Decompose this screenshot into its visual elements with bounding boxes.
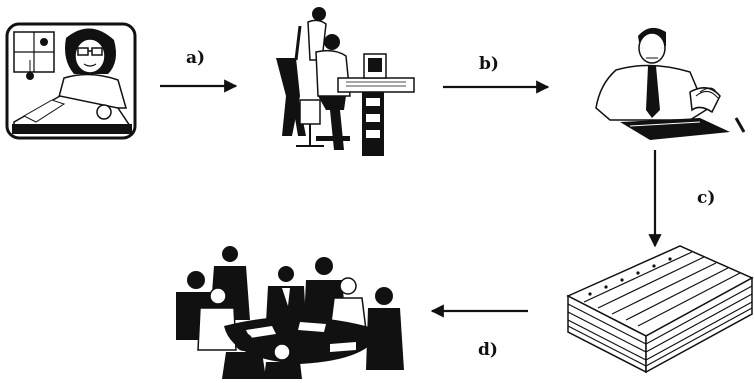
step-label-a: a) xyxy=(186,48,206,68)
step-label-b: b) xyxy=(479,54,499,74)
computer-operators-illustration xyxy=(276,7,415,156)
stack-of-printouts-illustration xyxy=(566,245,754,374)
step-label-c: c) xyxy=(697,188,716,208)
typist-at-terminal-illustration xyxy=(595,27,746,140)
business-meeting-illustration xyxy=(176,246,404,379)
step-label-d: d) xyxy=(478,340,498,360)
researcher-at-desk-illustration xyxy=(5,22,137,140)
